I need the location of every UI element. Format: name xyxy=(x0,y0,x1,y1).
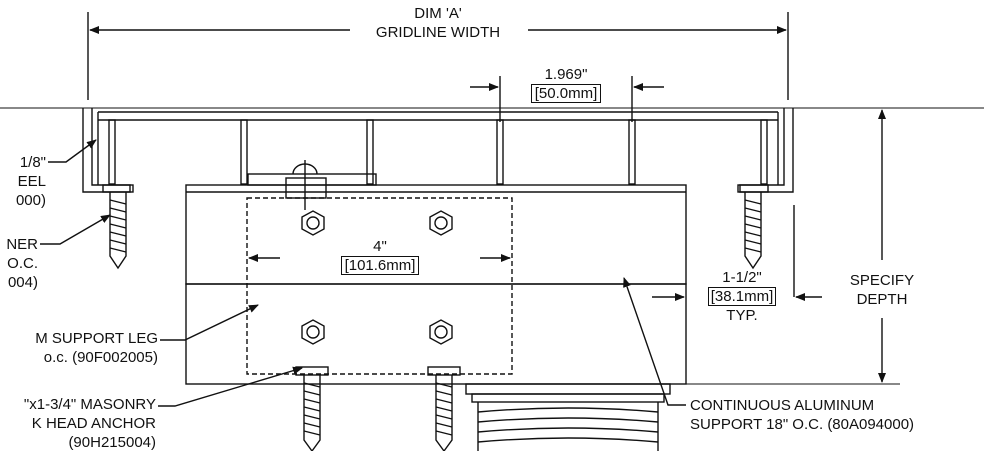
leader-lines xyxy=(40,139,686,407)
anchor-line1: "x1-3/4" MASONRY xyxy=(23,396,156,413)
anchor-line2: K HEAD ANCHOR xyxy=(31,415,156,432)
width-4-inch: 4" xyxy=(373,238,387,255)
aluminum-support xyxy=(185,184,687,385)
depth-dimension xyxy=(686,107,900,385)
spacing-mm: [50.0mm] xyxy=(530,84,602,103)
depth-line2: DEPTH xyxy=(856,291,908,308)
support-leg-line2: o.c. (90F002005) xyxy=(43,349,158,366)
outlet-pipe xyxy=(465,383,671,451)
width-4-mm: [101.6mm] xyxy=(340,256,420,275)
dim-a-line1: DIM 'A' xyxy=(414,5,462,22)
steel-line1: 1/8" xyxy=(19,154,46,171)
spacing-inch: 1.969" xyxy=(544,66,588,83)
anchor-line3: (90H215004) xyxy=(68,434,156,451)
continuous-support-line2: SUPPORT 18" O.C. (80A094000) xyxy=(690,416,915,433)
fastener-line3: 004) xyxy=(7,274,38,291)
leg-height-dimension xyxy=(652,205,826,301)
continuous-support-line1: CONTINUOUS ALUMINUM xyxy=(690,397,875,414)
hex-nuts xyxy=(301,210,453,345)
masonry-anchors xyxy=(295,366,461,451)
steel-frame xyxy=(82,108,794,193)
spacing-label: 1.969" [50.0mm] xyxy=(508,65,624,103)
support-leg-note: M SUPPORT LEG o.c. (90F002005) xyxy=(0,329,158,367)
support-leg-dashed xyxy=(246,197,513,375)
leg-height-label: 1-1/2" [38.1mm] TYP. xyxy=(690,268,794,325)
continuous-support-note: CONTINUOUS ALUMINUM SUPPORT 18" O.C. (80… xyxy=(690,396,914,434)
anchor-note: "x1-3/4" MASONRY K HEAD ANCHOR (90H21500… xyxy=(0,395,156,452)
grate-bars xyxy=(108,119,768,185)
dim-a-label: DIM 'A' GRIDLINE WIDTH xyxy=(348,4,528,42)
fastener-line2: O.C. xyxy=(7,255,38,272)
depth-label: SPECIFY DEPTH xyxy=(822,271,942,309)
dim-a-dimension-line xyxy=(87,12,789,100)
frame-clip xyxy=(247,160,377,210)
frame-anchor-screws xyxy=(102,184,769,270)
fastener-line1: NER xyxy=(6,236,38,253)
steel-line2: EEL xyxy=(17,173,46,190)
dim-a-line2: GRIDLINE WIDTH xyxy=(375,24,501,41)
depth-line1: SPECIFY xyxy=(849,272,915,289)
fastener-note: NER O.C. 004) xyxy=(0,235,38,292)
grate-spacing-dimension xyxy=(470,76,664,122)
steel-note: 1/8" EEL 000) xyxy=(0,153,46,210)
width-4-label: 4" [101.6mm] xyxy=(280,237,480,275)
leg-height-note: TYP. xyxy=(726,307,758,324)
leg-height-inch: 1-1/2" xyxy=(722,269,762,286)
support-leg-line1: M SUPPORT LEG xyxy=(35,330,158,347)
leg-height-mm: [38.1mm] xyxy=(707,287,777,306)
steel-line3: 000) xyxy=(15,192,46,209)
